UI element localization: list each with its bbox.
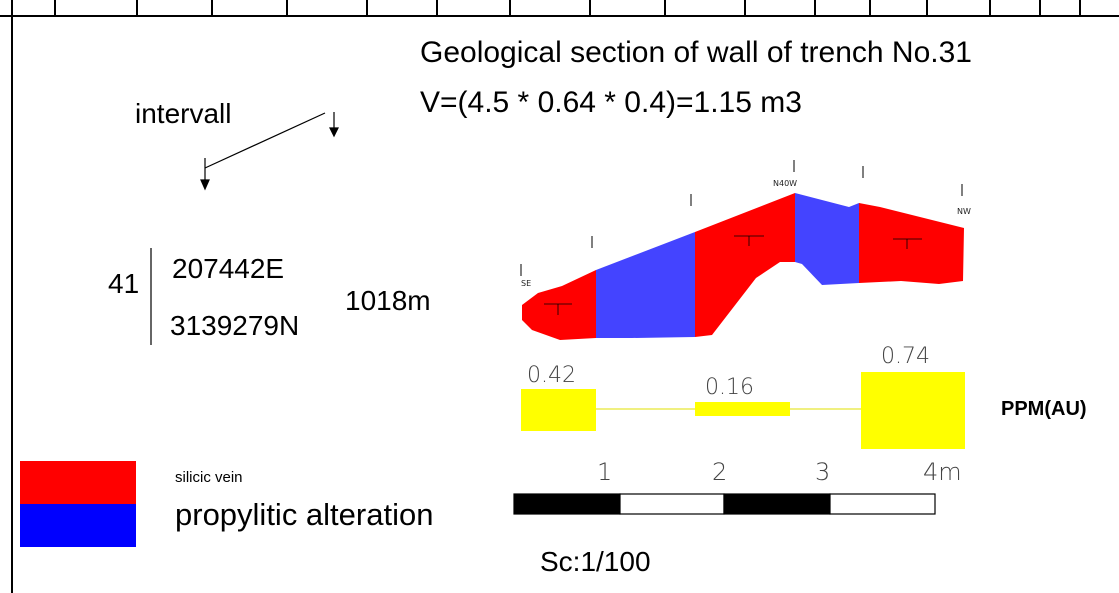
silicic-vein-zone-2 [695,193,795,337]
legend-label-propylitic: propylitic alteration [175,497,434,532]
silicic-vein-zone-1 [522,270,596,340]
legend-swatch-propylitic [20,504,136,547]
assay-bars [521,372,965,449]
scale-tick-3: 3 [815,458,831,486]
elevation: 1018m [345,285,431,316]
assay-bar-2 [695,402,790,416]
interval-label: intervall [135,98,232,129]
legend-label-silicic-vein: silicic vein [175,469,243,486]
point-id: 41 [108,268,140,299]
scale-label: Sc:1/100 [540,546,651,577]
sample-markers [520,160,963,276]
silicic-vein-zone-3 [859,203,964,284]
volume-formula: V=(4.5 * 0.64 * 0.4)=1.15 m3 [420,86,802,119]
scale-bar [513,493,936,515]
scale-tick-2: 2 [712,458,728,486]
scale-tick-4: 4m [923,458,962,486]
assay-bar-3 [861,372,965,449]
cross-section [522,193,964,340]
propylitic-zone-1 [596,232,695,338]
legend-swatch-silicic-vein [20,461,136,504]
direction-n40w: N40W [773,179,798,188]
section-title: Geological section of wall of trench No.… [420,36,972,69]
assay-unit-label: PPM(AU) [1001,398,1087,420]
assay-value-1: 0.42 [527,363,576,388]
propylitic-zone-2 [795,193,859,285]
direction-se: SE [521,279,532,288]
northing: 3139279N [170,310,300,341]
interval-arrows [200,112,339,191]
scale-tick-1: 1 [597,458,613,486]
direction-nw: NW [957,207,971,216]
easting: 207442E [172,253,285,284]
assay-value-3: 0.74 [881,344,930,369]
assay-value-2: 0.16 [705,375,754,400]
assay-bar-1 [521,389,596,431]
